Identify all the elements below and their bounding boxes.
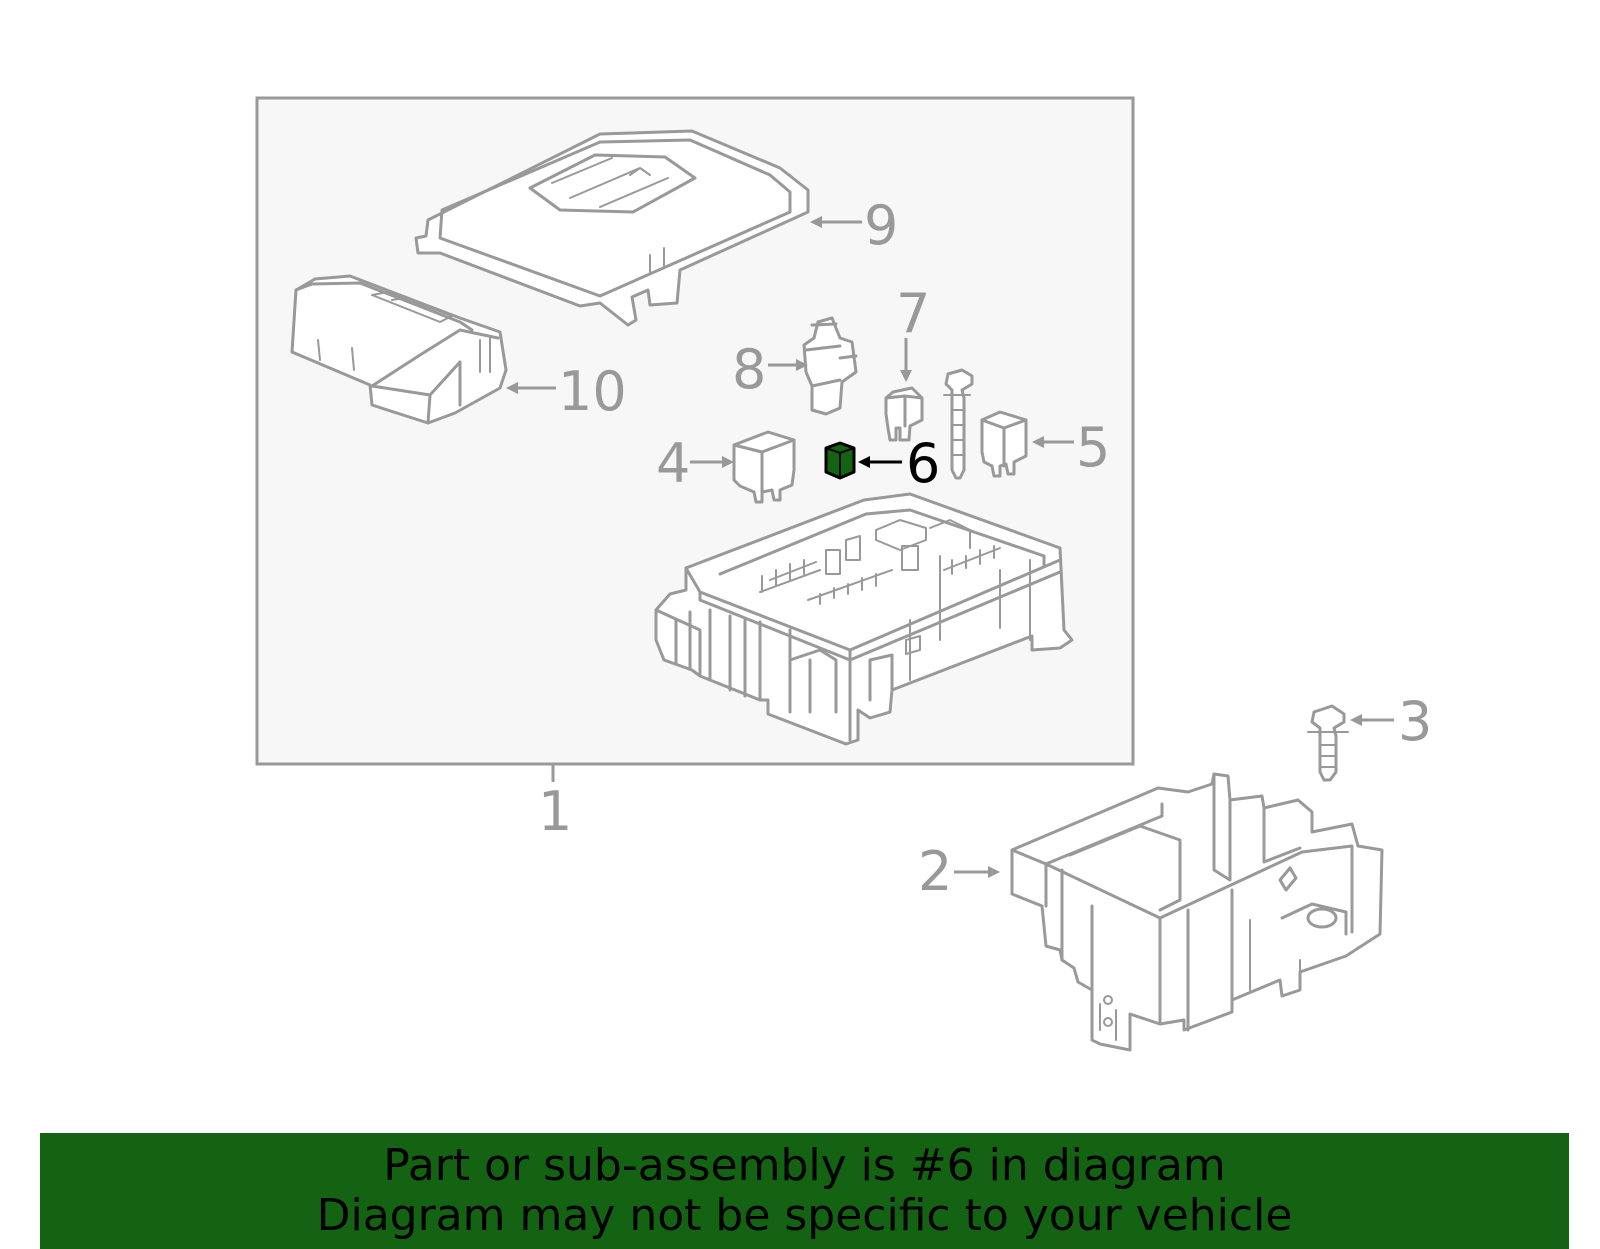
part-5-relay[interactable] [980, 410, 1028, 478]
fuse-block-base [654, 492, 1074, 746]
callout-2: 2 [918, 840, 952, 903]
part-2-tray[interactable] [1010, 772, 1384, 1052]
callout-leaders [506, 216, 1394, 878]
info-banner: Part or sub-assembly is #6 in diagram Di… [40, 1133, 1569, 1249]
part-9-cover[interactable] [414, 129, 810, 327]
part-3-bolt[interactable] [1307, 704, 1349, 782]
callout-10: 10 [558, 360, 627, 423]
callout-9: 9 [864, 194, 898, 257]
callout-6: 6 [906, 432, 940, 495]
callout-7: 7 [896, 282, 930, 345]
callout-4: 4 [656, 432, 690, 495]
part-10-side-cover[interactable] [290, 274, 508, 425]
part-7-mini-relay[interactable] [884, 386, 924, 442]
callout-5: 5 [1076, 416, 1110, 479]
assembly-bolt [943, 368, 974, 480]
banner-line-1: Part or sub-assembly is #6 in diagram [383, 1140, 1226, 1191]
part-4-relay[interactable] [732, 430, 796, 504]
part-6-highlighted[interactable] [824, 441, 856, 480]
callout-3: 3 [1398, 690, 1432, 753]
callout-8: 8 [732, 338, 766, 401]
callout-1: 1 [538, 780, 572, 843]
part-8-connector[interactable] [802, 316, 858, 416]
banner-line-2: Diagram may not be specific to your vehi… [316, 1190, 1293, 1241]
